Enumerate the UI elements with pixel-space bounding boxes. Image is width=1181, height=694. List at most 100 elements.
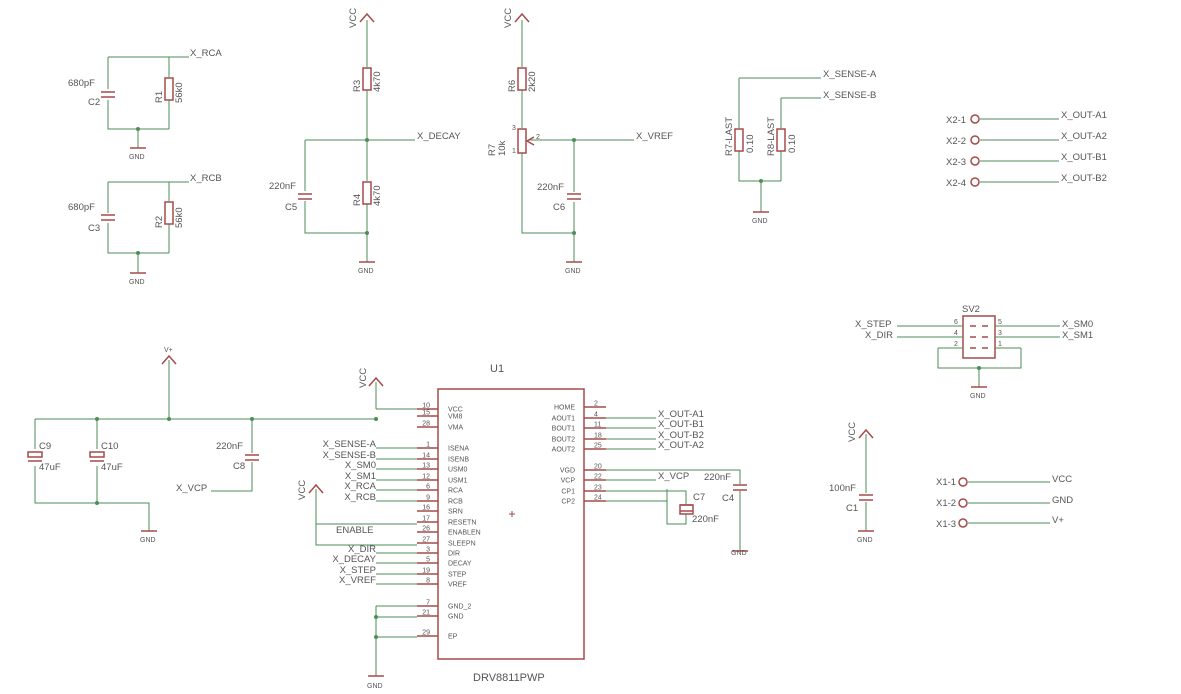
c2-label: C2 (88, 97, 100, 108)
sense-resistors: X_SENSE-A X_SENSE-B R7-LAST 0.10 R8-LAST… (724, 69, 877, 225)
x-rca-label: X_RCA (190, 48, 222, 59)
net-label: X_VCP (658, 471, 689, 482)
vcc-label: VCC (847, 422, 858, 442)
u1-pin-number: 16 (422, 505, 430, 512)
u1-pin-name: BOUT1 (552, 426, 575, 433)
x2-1-label: X2-1 (946, 115, 966, 126)
c1-value: 100nF (829, 483, 856, 494)
net-label: X_RCB (344, 492, 376, 503)
c2-value: 680pF (68, 78, 95, 89)
u1-pin-number: 23 (594, 485, 602, 492)
x-decay-label: X_DECAY (417, 131, 461, 142)
r3-value: 4k70 (372, 71, 383, 92)
net-label: X_SENSE-A (323, 439, 377, 450)
c8-value: 220nF (216, 441, 243, 452)
u1-pin-number: 14 (422, 453, 430, 460)
r6-label: R6 (507, 80, 518, 92)
u1-pin-number: 5 (426, 557, 430, 564)
connector-x1: X1-1 X1-2 X1-3 VCC GND V+ (936, 474, 1073, 530)
vcc-label: VCC (358, 368, 369, 388)
vcc-label: VCC (348, 8, 359, 28)
sv2-pin1: 1 (998, 341, 1002, 348)
vcc-label: VCC (503, 8, 514, 28)
x-rcb-label: X_RCB (190, 173, 222, 184)
r2-label: R2 (154, 216, 165, 228)
gnd-label: GND (970, 393, 986, 400)
u1-pin-name: VCC (448, 407, 463, 414)
c5-label: C5 (285, 202, 297, 213)
gnd-label: GND (752, 218, 768, 225)
enable-label: ENABLE (336, 525, 374, 536)
r4-label: R4 (352, 194, 363, 206)
u1-pin-number: 18 (594, 433, 602, 440)
net-label: X_STEP (340, 565, 376, 576)
gnd-label: GND (140, 537, 156, 544)
u1-pin-name: AOUT1 (552, 416, 575, 423)
x2-4-label: X2-4 (946, 178, 966, 189)
u1-pin-name: AOUT2 (552, 447, 575, 454)
sv2-pin3: 3 (998, 330, 1002, 337)
net-label: X_SM0 (345, 460, 376, 471)
u1-pin-number: 6 (426, 484, 430, 491)
gnd-label: GND (129, 154, 145, 161)
u1-pin-name: SLEEPN (448, 541, 476, 548)
x-out-a2-label: X_OUT-A2 (1061, 131, 1107, 142)
u1-pin-number: 12 (422, 474, 430, 481)
gnd-label: GND (565, 268, 581, 275)
u1-pin-name: EP (448, 634, 458, 641)
u1-right-pins: 2HOME4AOUT111BOUT118BOUT225AOUT220VGD22V… (552, 401, 606, 506)
u1-pin-number: 26 (422, 526, 430, 533)
x1-2-label: X1-2 (936, 498, 956, 509)
net-label: X_SENSE-B (323, 450, 376, 461)
u1-pin-number: 22 (594, 474, 602, 481)
net-label: X_DECAY (332, 554, 376, 565)
x1-1-label: X1-1 (936, 477, 956, 488)
u1-pin-name: RCA (448, 488, 463, 495)
net-label: X_RCA (344, 481, 376, 492)
c9-label: C9 (39, 441, 51, 452)
u1-pin-number: 29 (422, 630, 430, 637)
c3-label: C3 (88, 223, 100, 234)
u1-pin-number: 19 (422, 568, 430, 575)
u1-pin-number: 20 (594, 464, 602, 471)
net-label: X_VREF (339, 575, 376, 586)
u1-label: U1 (490, 363, 504, 375)
u1-pin-number: 13 (422, 463, 430, 470)
u1-ic: 10VCC15VM828VMA1ISENA14ISENB13USM012USM1… (297, 363, 748, 690)
c6-label: C6 (553, 202, 565, 213)
x-dir-label: X_DIR (865, 330, 893, 341)
net-label: X_OUT-A1 (658, 409, 704, 420)
u1-pin-number: 21 (422, 610, 430, 617)
c10-label: C10 (101, 441, 118, 452)
r7-label: R7 (487, 144, 498, 156)
u1-pin-number: 2 (594, 401, 598, 408)
c9-value: 47uF (39, 462, 61, 473)
c3-value: 680pF (68, 202, 95, 213)
r7-last-label: R7-LAST (724, 117, 735, 156)
sv2-pin6: 6 (954, 319, 958, 326)
u1-pin-number: 3 (426, 547, 430, 554)
u1-pin-name: BOUT2 (552, 437, 575, 444)
r1-value: 56k0 (174, 82, 185, 103)
u1-pin-number: 1 (426, 442, 430, 449)
vcc-label: VCC (297, 480, 308, 500)
vplus-label: V+ (164, 347, 173, 354)
x1-vcc-label: VCC (1052, 474, 1072, 485)
r4-value: 4k70 (372, 185, 383, 206)
x-vcp-label: X_VCP (176, 483, 207, 494)
u1-part-number: DRV8811PWP (473, 672, 545, 684)
u1-pin-name: RCB (448, 499, 463, 506)
x-sm0-label: X_SM0 (1062, 319, 1093, 330)
r7-pin1: 1 (512, 148, 516, 155)
r8-last-value: 0.10 (787, 135, 798, 154)
x2-2-label: X2-2 (946, 136, 966, 147)
x-sm1-label: X_SM1 (1062, 330, 1093, 341)
u1-pin-name: VMA (448, 425, 464, 432)
gnd-label: GND (731, 550, 747, 557)
net-label: X_SM1 (345, 471, 376, 482)
x-vref-label: X_VREF (636, 131, 673, 142)
r7-last-value: 0.10 (745, 135, 756, 154)
u1-pin-name: ENABLEN (448, 530, 481, 537)
c8-label: C8 (233, 461, 245, 472)
